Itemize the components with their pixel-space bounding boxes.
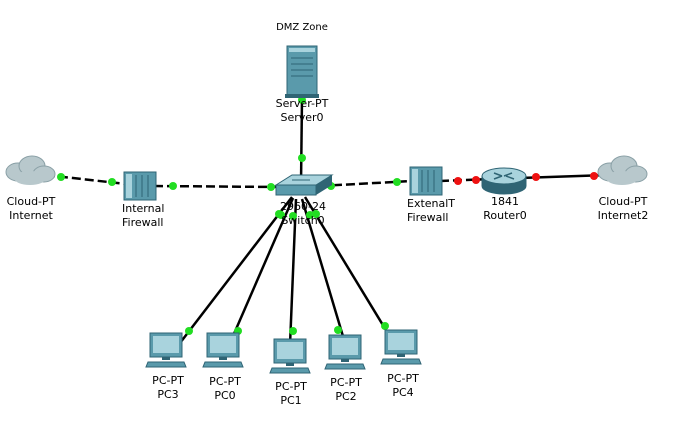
server-label: Server-PT Server0 [276, 97, 329, 125]
internal-firewall-name: Firewall [122, 216, 164, 229]
router-model: 1841 [490, 195, 519, 208]
link-switch-pc1[interactable] [288, 198, 298, 346]
server-model: Server-PT [275, 97, 329, 110]
port-status-light [334, 326, 342, 334]
port-status-light [169, 182, 177, 190]
port-status-light [590, 172, 598, 180]
external-firewall-name: Firewall [407, 211, 449, 224]
switch-name: Switch0 [281, 214, 325, 227]
link-switch-pc0[interactable] [228, 197, 295, 344]
dmz-zone-label: DMZ Zone [276, 22, 328, 33]
port-status-light [267, 183, 275, 191]
pc-icon[interactable] [380, 329, 422, 365]
port-status-light [454, 177, 462, 185]
link-switch-pc2[interactable] [300, 198, 347, 344]
pc2-name: PC2 [335, 390, 357, 403]
pc3-name: PC3 [157, 388, 179, 401]
pc4-name: PC4 [392, 386, 414, 399]
pc2-label: PC-PT PC2 [330, 376, 362, 404]
pc2-model: PC-PT [330, 376, 362, 389]
switch-icon[interactable] [274, 174, 334, 196]
pc4-model: PC-PT [387, 372, 419, 385]
cloud-icon[interactable] [597, 155, 648, 185]
cloud-right-name: Internet2 [597, 209, 649, 222]
firewall-icon[interactable] [409, 166, 443, 196]
pc-icon[interactable] [145, 332, 187, 368]
port-status-light [393, 178, 401, 186]
port-status-light [108, 178, 116, 186]
port-status-light [289, 212, 297, 220]
cloud-left-name: Internet [9, 209, 53, 222]
port-status-light [472, 176, 480, 184]
router-label: 1841 Router0 [483, 195, 526, 223]
port-status-light [57, 173, 65, 181]
pc-icon[interactable] [324, 334, 366, 370]
port-status-light [381, 322, 389, 330]
port-status-light [298, 154, 306, 162]
router-name: Router0 [483, 209, 527, 222]
cloud-right-label: Cloud-PT Internet2 [598, 195, 649, 223]
port-status-light [312, 210, 320, 218]
pc0-model: PC-PT [209, 375, 241, 388]
pc3-model: PC-PT [152, 374, 184, 387]
pc1-model: PC-PT [275, 380, 307, 393]
router-icon[interactable] [481, 167, 527, 195]
switch-model: 2960-24 [280, 200, 326, 213]
port-status-light [289, 327, 297, 335]
switch-label: 2960-24 Switch0 [280, 200, 326, 228]
pc1-name: PC1 [280, 394, 302, 407]
pc0-name: PC0 [214, 389, 236, 402]
firewall-icon[interactable] [123, 171, 157, 201]
pc-icon[interactable] [202, 332, 244, 368]
pc0-label: PC-PT PC0 [209, 375, 241, 403]
external-firewall-label: ExtenalT Firewall [407, 197, 455, 225]
pc3-label: PC-PT PC3 [152, 374, 184, 402]
server-icon[interactable] [285, 45, 319, 98]
server-name: Server0 [280, 111, 324, 124]
pc1-label: PC-PT PC1 [275, 380, 307, 408]
link-switch-server[interactable] [299, 97, 304, 185]
port-status-light [532, 173, 540, 181]
port-status-light [185, 327, 193, 335]
cloud-icon[interactable] [5, 155, 56, 185]
cloud-right-model: Cloud-PT [598, 195, 648, 208]
link-switch-pc4[interactable] [303, 196, 394, 341]
external-firewall-model: ExtenalT [407, 197, 456, 210]
internal-firewall-model: Internal [122, 202, 165, 215]
link-switch-external_firewall[interactable] [319, 179, 413, 188]
pc4-label: PC-PT PC4 [387, 372, 419, 400]
link-switch-pc3[interactable] [179, 196, 293, 344]
cloud-left-label: Cloud-PT Internet [7, 195, 56, 223]
port-status-light [277, 211, 285, 219]
port-status-light [306, 211, 314, 219]
cloud-left-model: Cloud-PT [6, 195, 56, 208]
internal-firewall-label: Internal Firewall [122, 202, 164, 230]
pc-icon[interactable] [269, 338, 311, 374]
